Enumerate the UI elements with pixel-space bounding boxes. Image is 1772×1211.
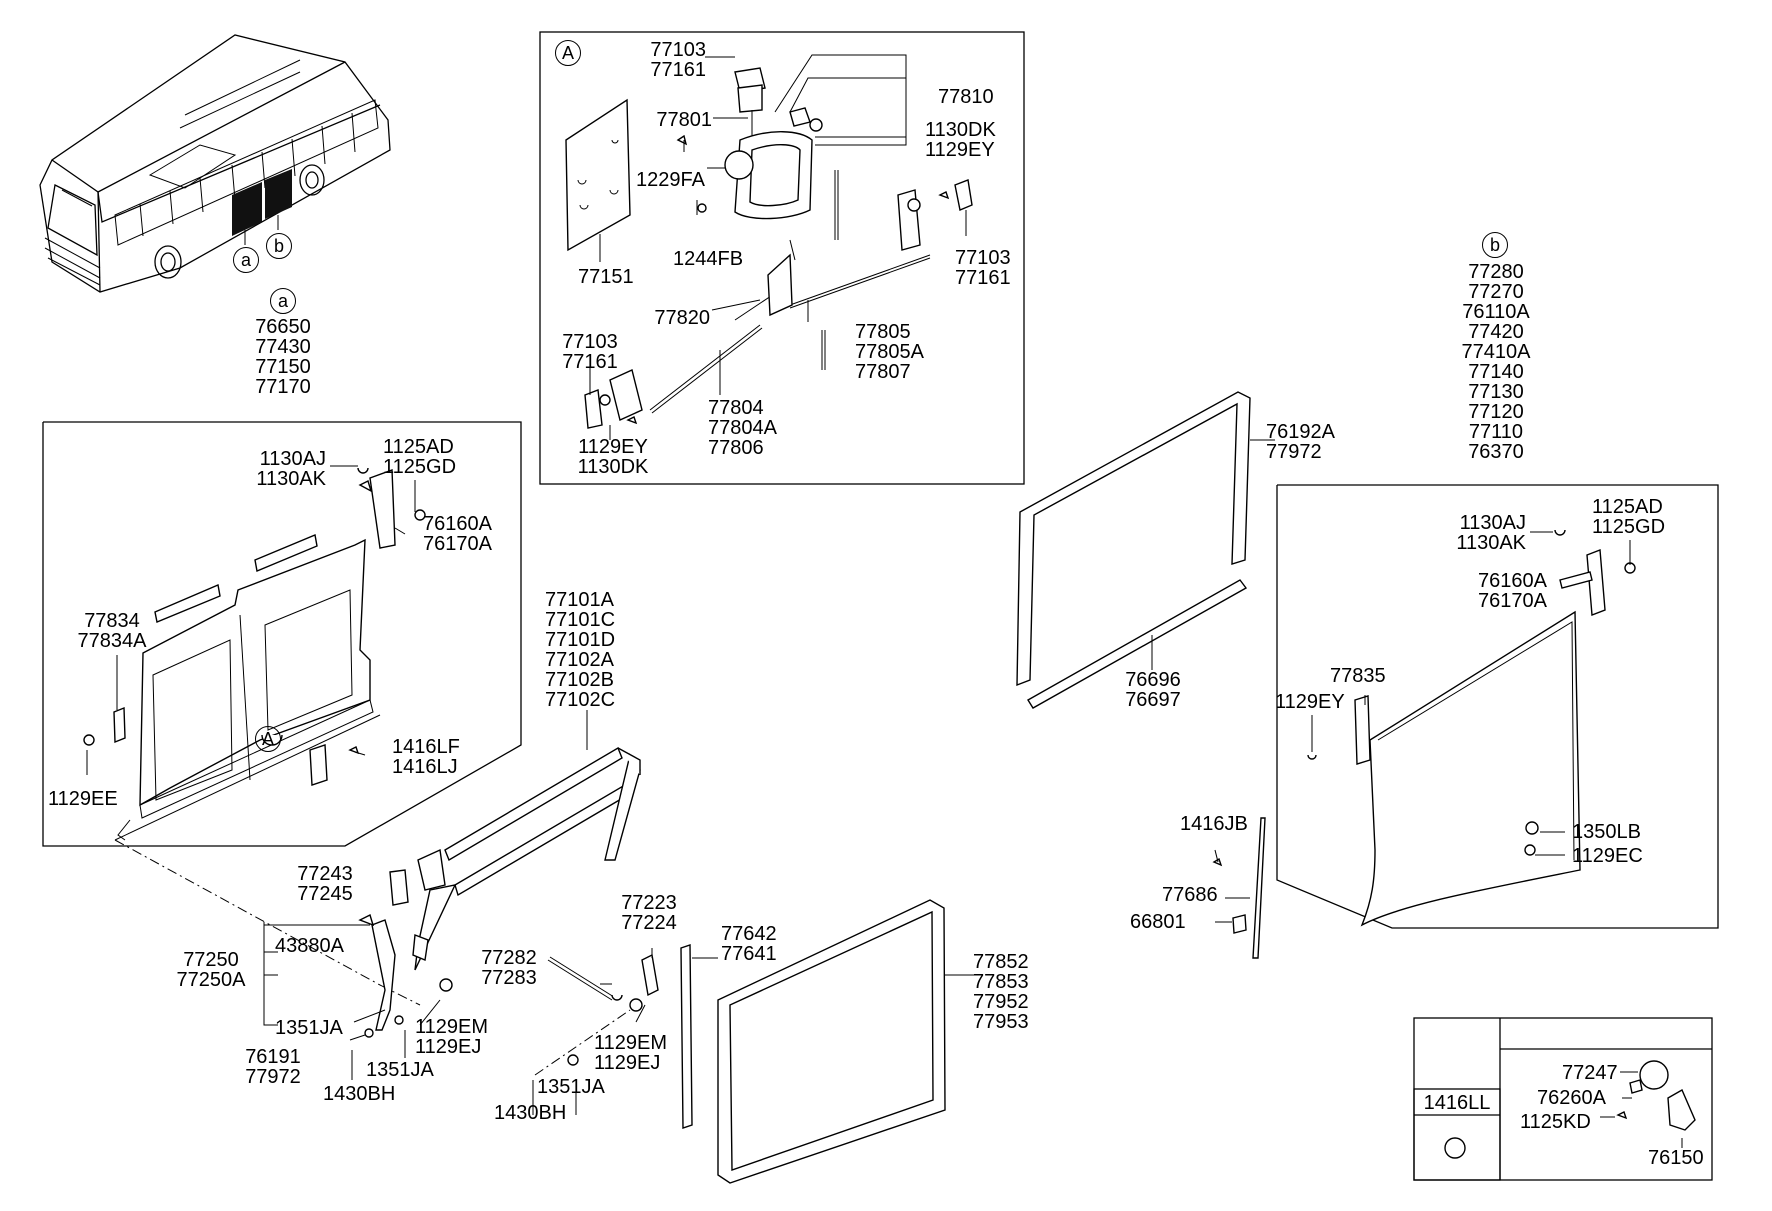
lower-weatherstrip xyxy=(680,899,975,1184)
label-a-1129EE: 1129EE xyxy=(48,788,118,810)
label-b-77835: 77835 xyxy=(1330,665,1386,687)
upper-weatherstrip xyxy=(1016,391,1275,709)
label-66801: 66801 xyxy=(1130,911,1186,933)
label-76150: 76150 xyxy=(1648,1147,1704,1169)
label-1351JA-1: 1351JA xyxy=(275,1017,343,1039)
label-1351JA-3: 1351JA xyxy=(537,1076,605,1098)
label-1416LL: 1416LL xyxy=(1423,1092,1491,1114)
ref-circle-b-section: b xyxy=(1482,232,1508,258)
label-77852: 77852 77853 77952 77953 xyxy=(973,951,1029,1033)
label-77282: 77282 77283 xyxy=(481,947,537,989)
label-a-1130AJ: 1130AJ 1130AK xyxy=(256,448,326,490)
label-77642: 77642 77641 xyxy=(721,923,777,965)
ref-circle-A-door: A xyxy=(255,726,281,752)
label-bar-77101A: 77101A 77101C 77101D 77102A 77102B 77102… xyxy=(545,589,616,711)
ref-circle-b-bus: b xyxy=(266,233,292,259)
label-a-1125AD: 1125AD 1125GD xyxy=(383,436,457,478)
label-A-77804: 77804 77804A 77806 xyxy=(708,397,777,459)
label-b-1129EC: 1129EC xyxy=(1572,845,1643,867)
label-77243: 77243 77245 xyxy=(297,863,353,905)
label-b-1125AD: 1125AD 1125GD xyxy=(1592,496,1666,538)
ref-circle-a-bus: a xyxy=(233,247,259,273)
label-A-77103-right: 77103 77161 xyxy=(955,247,1011,289)
label-77686: 77686 xyxy=(1162,884,1218,906)
label-A-1129EY: 1129EY 1130DK xyxy=(577,436,649,478)
ref-circle-A-detail: A xyxy=(555,40,581,66)
small-parts-table xyxy=(1413,1017,1713,1181)
ref-circle-a-section: a xyxy=(270,288,296,314)
center-frame-bar xyxy=(389,710,641,971)
label-A-1244FB: 1244FB xyxy=(673,248,744,270)
label-76696: 76696 76697 xyxy=(1125,669,1181,711)
label-1125KD: 1125KD xyxy=(1520,1111,1591,1133)
side-strip xyxy=(1212,817,1266,959)
section-b-frame xyxy=(1276,484,1719,929)
label-b-1350LB: 1350LB xyxy=(1572,821,1641,843)
label-section-a-parts: 76650 77430 77150 77170 xyxy=(255,316,311,398)
label-A-1130DK: 1130DK 1129EY xyxy=(925,119,996,161)
detail-a-leaders xyxy=(589,54,967,440)
section-b-leaders xyxy=(1311,531,1631,856)
label-A-77820: 77820 xyxy=(654,307,710,329)
label-76191: 76191 77972 xyxy=(245,1046,301,1088)
section-a-frame xyxy=(42,421,522,847)
label-76192A: 76192A 77972 xyxy=(1266,421,1335,463)
label-1430BH-1: 1430BH xyxy=(323,1083,396,1105)
section-a-leaders xyxy=(86,465,416,775)
label-76260A: 76260A xyxy=(1537,1087,1606,1109)
label-43880A: 43880A xyxy=(275,935,344,957)
lower-hinge-assembly xyxy=(114,839,453,1080)
label-a-77834: 77834 77834A xyxy=(77,610,147,652)
label-1416JB: 1416JB xyxy=(1180,813,1248,835)
label-1430BH-2: 1430BH xyxy=(494,1102,567,1124)
label-b-1129EY: 1129EY xyxy=(1275,691,1345,713)
label-A-77805: 77805 77805A 77807 xyxy=(855,321,924,383)
label-77250: 77250 77250A xyxy=(176,949,246,991)
bus-illustration xyxy=(39,34,391,293)
label-1351JA-2: 1351JA xyxy=(366,1059,434,1081)
label-A-77810: 77810 xyxy=(938,86,994,108)
detail-a-frame xyxy=(539,31,1025,485)
label-a-1416LF: 1416LF 1416LJ xyxy=(392,736,460,778)
label-b-76160A: 76160A 76170A xyxy=(1478,570,1547,612)
label-77223: 77223 77224 xyxy=(621,892,677,934)
strut-assembly xyxy=(532,948,659,1115)
section-a-parts xyxy=(83,467,426,841)
label-A-77103-left: 77103 77161 xyxy=(562,331,618,373)
label-a-76160A: 76160A 76170A xyxy=(423,513,492,555)
label-A-77801: 77801 xyxy=(656,109,712,131)
label-A-1229FA: 1229FA xyxy=(636,169,705,191)
label-A-77103-top: 77103 77161 xyxy=(650,39,706,81)
label-1129EM-2: 1129EM 1129EJ xyxy=(594,1032,668,1074)
label-77247: 77247 xyxy=(1562,1062,1618,1084)
label-1129EM-1: 1129EM 1129EJ xyxy=(415,1016,489,1058)
section-b-parts xyxy=(1307,529,1636,927)
label-section-b-parts: 77280 77270 76110A 77420 77410A 77140 77… xyxy=(1461,261,1531,463)
label-A-77151: 77151 xyxy=(578,266,634,288)
label-b-1130AJ: 1130AJ 1130AK xyxy=(1456,512,1526,554)
detail-a-parts xyxy=(565,67,973,429)
